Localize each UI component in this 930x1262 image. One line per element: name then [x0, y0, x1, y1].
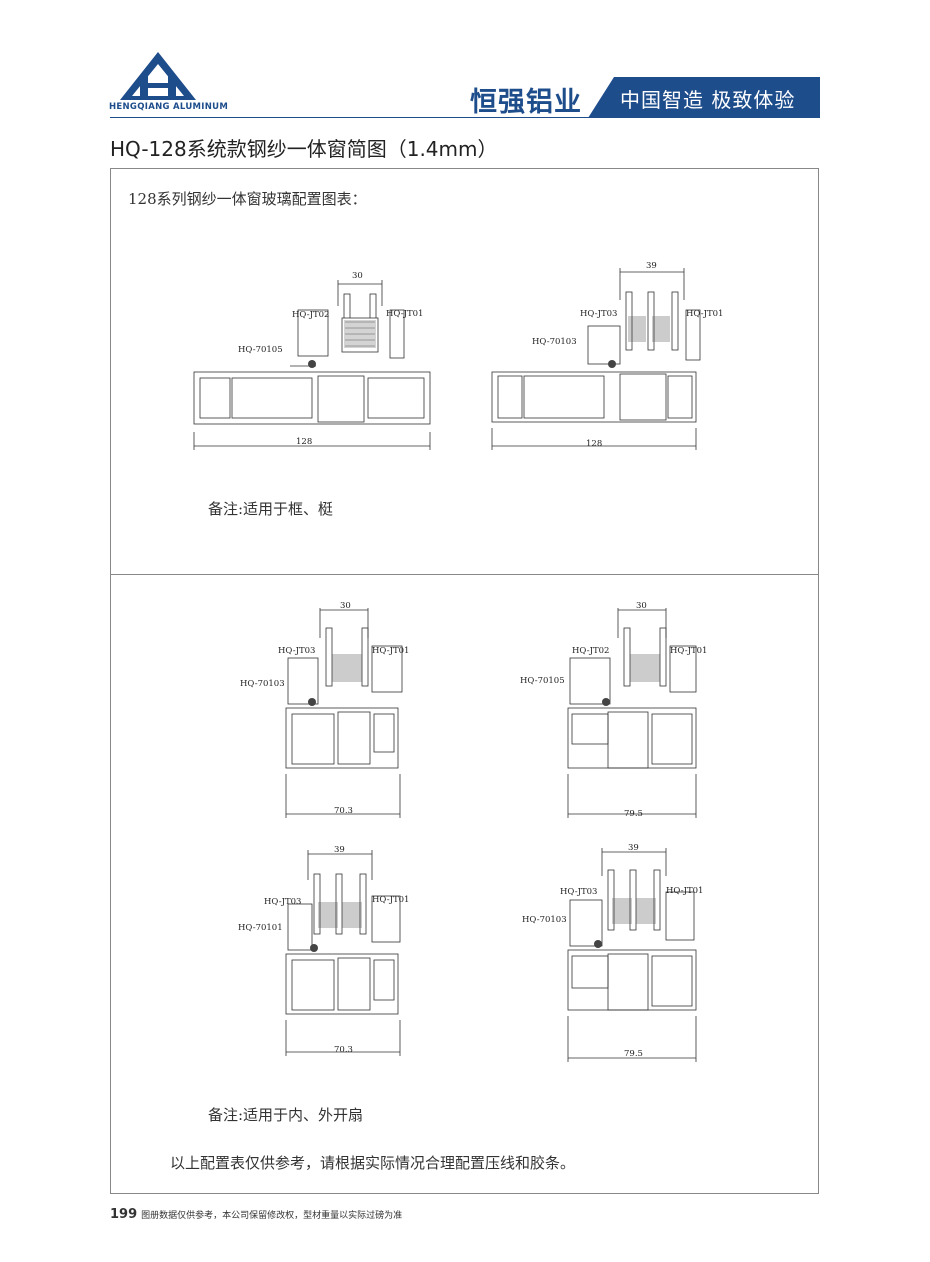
label-right-6: HQ-JT01	[666, 886, 703, 896]
slogan-banner	[588, 77, 820, 118]
header-rule	[110, 117, 820, 118]
label-profile-4: HQ-70105	[520, 676, 565, 686]
dim-glass-6: 39	[628, 843, 639, 853]
diagram-frame-30: 30 HQ-JT02 HQ-JT01 HQ-70105 128	[193, 271, 431, 450]
hengqiang-logo	[120, 52, 196, 100]
content-frame	[110, 168, 819, 1194]
dim-overall-2: 128	[586, 439, 602, 449]
logo-text: HENGQIANG ALUMINUM	[109, 102, 229, 112]
diagram-frame-39: 39 HQ-JT03 HQ-JT01 HQ-70103 128	[491, 261, 723, 450]
final-note: 以上配置表仅供参考，请根据实际情况合理配置压线和胶条。	[170, 1154, 576, 1172]
label-profile-5: HQ-70101	[238, 923, 283, 933]
label-right-2: HQ-JT01	[686, 309, 723, 319]
label-profile-2: HQ-70103	[532, 337, 577, 347]
dim-glass-4: 30	[636, 601, 647, 611]
diagram-sash-795-39: 39 HQ-JT03 HQ-JT01 HQ-70103 79.5	[522, 843, 703, 1062]
slogan-text: 中国智造 极致体验	[620, 88, 796, 112]
dim-overall-6: 79.5	[624, 1049, 643, 1059]
dim-glass-3: 30	[340, 601, 351, 611]
dim-overall-4: 79.5	[624, 809, 643, 819]
diagram-sash-703-30: 30 HQ-JT03 HQ-JT01 HQ-70103 70.3	[240, 601, 409, 818]
footer-disclaimer: 图册数据仅供参考，本公司保留修改权，型材重量以实际过磅为准	[141, 1211, 403, 1221]
label-profile-1: HQ-70105	[238, 345, 283, 355]
note-sash: 备注:适用于内、外开扇	[208, 1106, 364, 1124]
page-number: 199	[110, 1207, 138, 1222]
label-left-2: HQ-JT03	[580, 309, 617, 319]
page-title: HQ-128系统款钢纱一体窗简图（1.4mm）	[110, 137, 498, 161]
dim-glass-5: 39	[334, 845, 345, 855]
label-left-5: HQ-JT03	[264, 897, 301, 907]
diagram-sash-703-39: 39 HQ-JT03 HQ-JT01 HQ-70101 70.3	[238, 845, 409, 1056]
label-right-5: HQ-JT01	[372, 895, 409, 905]
label-right-3: HQ-JT01	[372, 646, 409, 656]
diagram-sash-795-30: 30 HQ-JT02 HQ-JT01 HQ-70105 79.5	[520, 601, 707, 819]
label-right-1: HQ-JT01	[386, 309, 423, 319]
dim-overall-3: 70.3	[334, 806, 353, 816]
note-frame: 备注:适用于框、梃	[208, 500, 334, 518]
label-left-1: HQ-JT02	[292, 310, 329, 320]
dim-overall-5: 70.3	[334, 1045, 353, 1055]
label-profile-3: HQ-70103	[240, 679, 285, 689]
label-left-3: HQ-JT03	[278, 646, 315, 656]
label-left-4: HQ-JT02	[572, 646, 609, 656]
label-profile-6: HQ-70103	[522, 915, 567, 925]
brand-name: 恒强铝业	[470, 87, 582, 118]
label-right-4: HQ-JT01	[670, 646, 707, 656]
dim-overall-1: 128	[296, 437, 312, 447]
section-title: 128系列钢纱一体窗玻璃配置图表：	[128, 190, 367, 208]
section-divider	[110, 574, 819, 575]
dim-glass-2: 39	[646, 261, 657, 271]
label-left-6: HQ-JT03	[560, 887, 597, 897]
dim-glass-1: 30	[352, 271, 363, 281]
